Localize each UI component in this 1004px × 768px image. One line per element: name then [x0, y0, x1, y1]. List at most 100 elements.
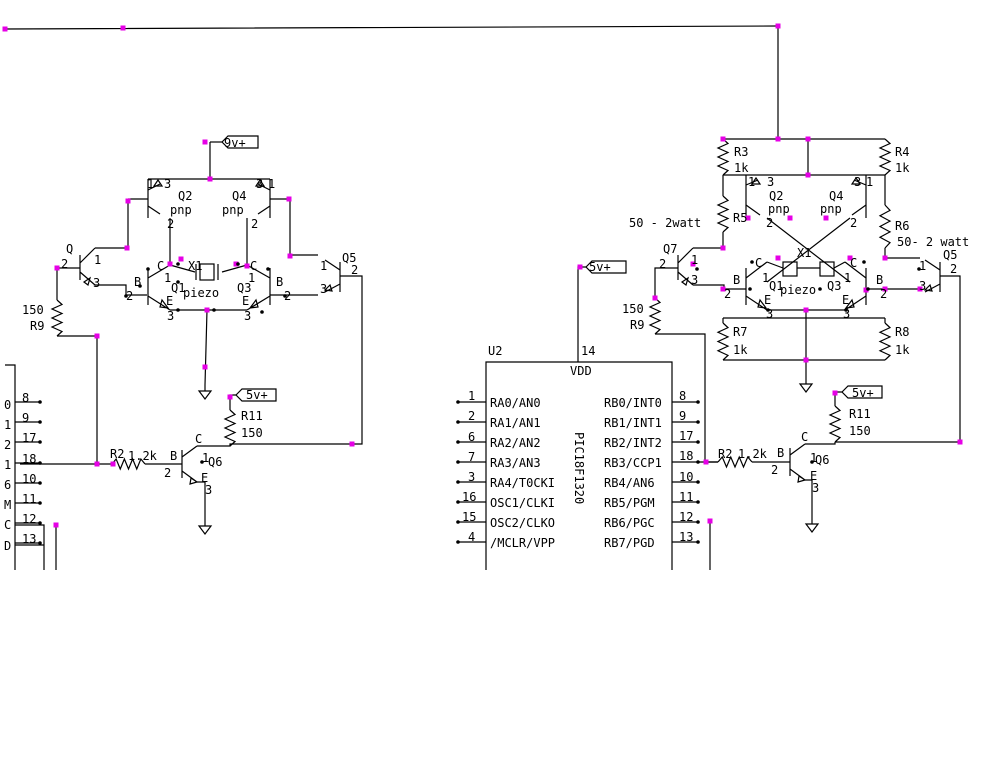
- right-q3-body: [844, 261, 867, 311]
- right-q1-c: C: [755, 256, 762, 270]
- left-5v-flag: [235, 388, 277, 402]
- pin-dot: [696, 420, 700, 424]
- left-q3-name: Q3: [237, 281, 251, 295]
- svg-text:2: 2: [468, 409, 475, 423]
- svg-text:12: 12: [22, 512, 36, 526]
- svg-text:2: 2: [4, 438, 11, 452]
- svg-text:1: 1: [202, 451, 209, 465]
- pin-dot: [696, 460, 700, 464]
- left-piezo-plates: [195, 264, 219, 280]
- svg-text:2: 2: [950, 262, 957, 276]
- left-q4-body: [257, 179, 271, 218]
- junction-node: [863, 287, 869, 293]
- svg-text:1: 1: [4, 418, 11, 432]
- right-q1-b: B: [733, 273, 740, 287]
- left-q3-body: [246, 264, 271, 311]
- svg-text:18: 18: [22, 452, 36, 466]
- left-q5-base: [340, 275, 363, 445]
- junction-node: [775, 136, 781, 142]
- left-q1-b: B: [134, 275, 141, 289]
- right-r9-name: R9: [630, 318, 644, 332]
- pin-dot: [38, 541, 42, 545]
- junction-node: [286, 196, 292, 202]
- left-r9-resistor: [50, 299, 64, 337]
- svg-text:3: 3: [468, 470, 475, 484]
- svg-text:3: 3: [244, 309, 251, 323]
- left-q6-body: [181, 445, 199, 485]
- junction-node: [803, 307, 809, 313]
- pin-dot: [266, 267, 270, 271]
- svg-text:1: 1: [866, 175, 873, 189]
- right-q5-name: Q5: [943, 248, 957, 262]
- svg-text:15: 15: [462, 510, 476, 524]
- svg-text:8: 8: [22, 391, 29, 405]
- right-q6-body: [789, 443, 807, 483]
- left-q0-emitter: [95, 284, 147, 296]
- junction-node: [707, 518, 713, 524]
- junction-node: [787, 215, 793, 221]
- right-q7-body: [677, 247, 694, 287]
- svg-text:3: 3: [167, 309, 174, 323]
- left-q4-type: pnp: [222, 203, 244, 217]
- svg-text:3: 3: [164, 177, 171, 191]
- svg-text:1: 1: [468, 389, 475, 403]
- right-r5-wire: [693, 175, 724, 249]
- right-q6-collector: [805, 442, 836, 445]
- right-q3-c: C: [850, 256, 857, 270]
- svg-text:16: 16: [462, 490, 476, 504]
- left-r11-resistor: [223, 409, 237, 447]
- junction-node: [577, 264, 583, 270]
- pin-dot: [456, 420, 460, 424]
- right-q4-name: Q4: [829, 189, 843, 203]
- right-q6-b: B: [777, 446, 784, 460]
- right-r2-name: R2: [718, 447, 732, 461]
- pin-dot: [810, 460, 814, 464]
- junction-node: [917, 286, 923, 292]
- left-q1-c: C: [157, 259, 164, 273]
- right-r11-resistor: [828, 405, 842, 443]
- svg-text:6: 6: [4, 478, 11, 492]
- left-q6-e: E: [201, 471, 208, 485]
- pin-dot: [236, 262, 240, 266]
- right-x1-name: X1: [797, 246, 811, 260]
- pin-dot: [696, 520, 700, 524]
- svg-text:RB5/PGM: RB5/PGM: [604, 496, 655, 510]
- junction-node: [775, 255, 781, 261]
- right-piezo-icon-2: [819, 261, 835, 277]
- left-q0-name: Q: [66, 242, 73, 256]
- left-r9-value: 150: [22, 303, 44, 317]
- pin-dot: [38, 440, 42, 444]
- right-q3-b: B: [876, 273, 883, 287]
- svg-text:RB2/INT2: RB2/INT2: [604, 436, 662, 450]
- svg-text:C: C: [4, 518, 11, 532]
- junction-node: [847, 255, 853, 261]
- right-r8-name: R8: [895, 325, 909, 339]
- left-q2-arrow: [152, 178, 164, 187]
- svg-text:1: 1: [164, 271, 171, 285]
- right-r4-value: 1k: [895, 161, 910, 175]
- u2-part-name: PIC18F1320: [572, 432, 586, 504]
- svg-text:RB0/INT0: RB0/INT0: [604, 396, 662, 410]
- svg-text:11: 11: [22, 492, 36, 506]
- pin-dot: [146, 267, 150, 271]
- right-q2-type: pnp: [768, 202, 790, 216]
- right-r8-resistor: [878, 322, 892, 361]
- pin-dot: [456, 400, 460, 404]
- right-q6-name: Q6: [815, 453, 829, 467]
- svg-text:3: 3: [854, 175, 861, 189]
- svg-text:4: 4: [468, 530, 475, 544]
- svg-text:8: 8: [679, 389, 686, 403]
- right-r5-resistor: [716, 195, 730, 233]
- svg-text:3: 3: [205, 483, 212, 497]
- left-5v-label: 5v+: [246, 388, 268, 402]
- junction-node: [287, 253, 293, 259]
- left-piezo-icon: [199, 263, 215, 281]
- pin-dot: [766, 308, 770, 312]
- right-r3-resistor: [716, 138, 730, 176]
- pin-dot: [917, 267, 921, 271]
- svg-text:1: 1: [4, 458, 11, 472]
- left-q0-body: [79, 247, 96, 287]
- left-q5-name: Q5: [342, 251, 356, 265]
- svg-text:3: 3: [919, 279, 926, 293]
